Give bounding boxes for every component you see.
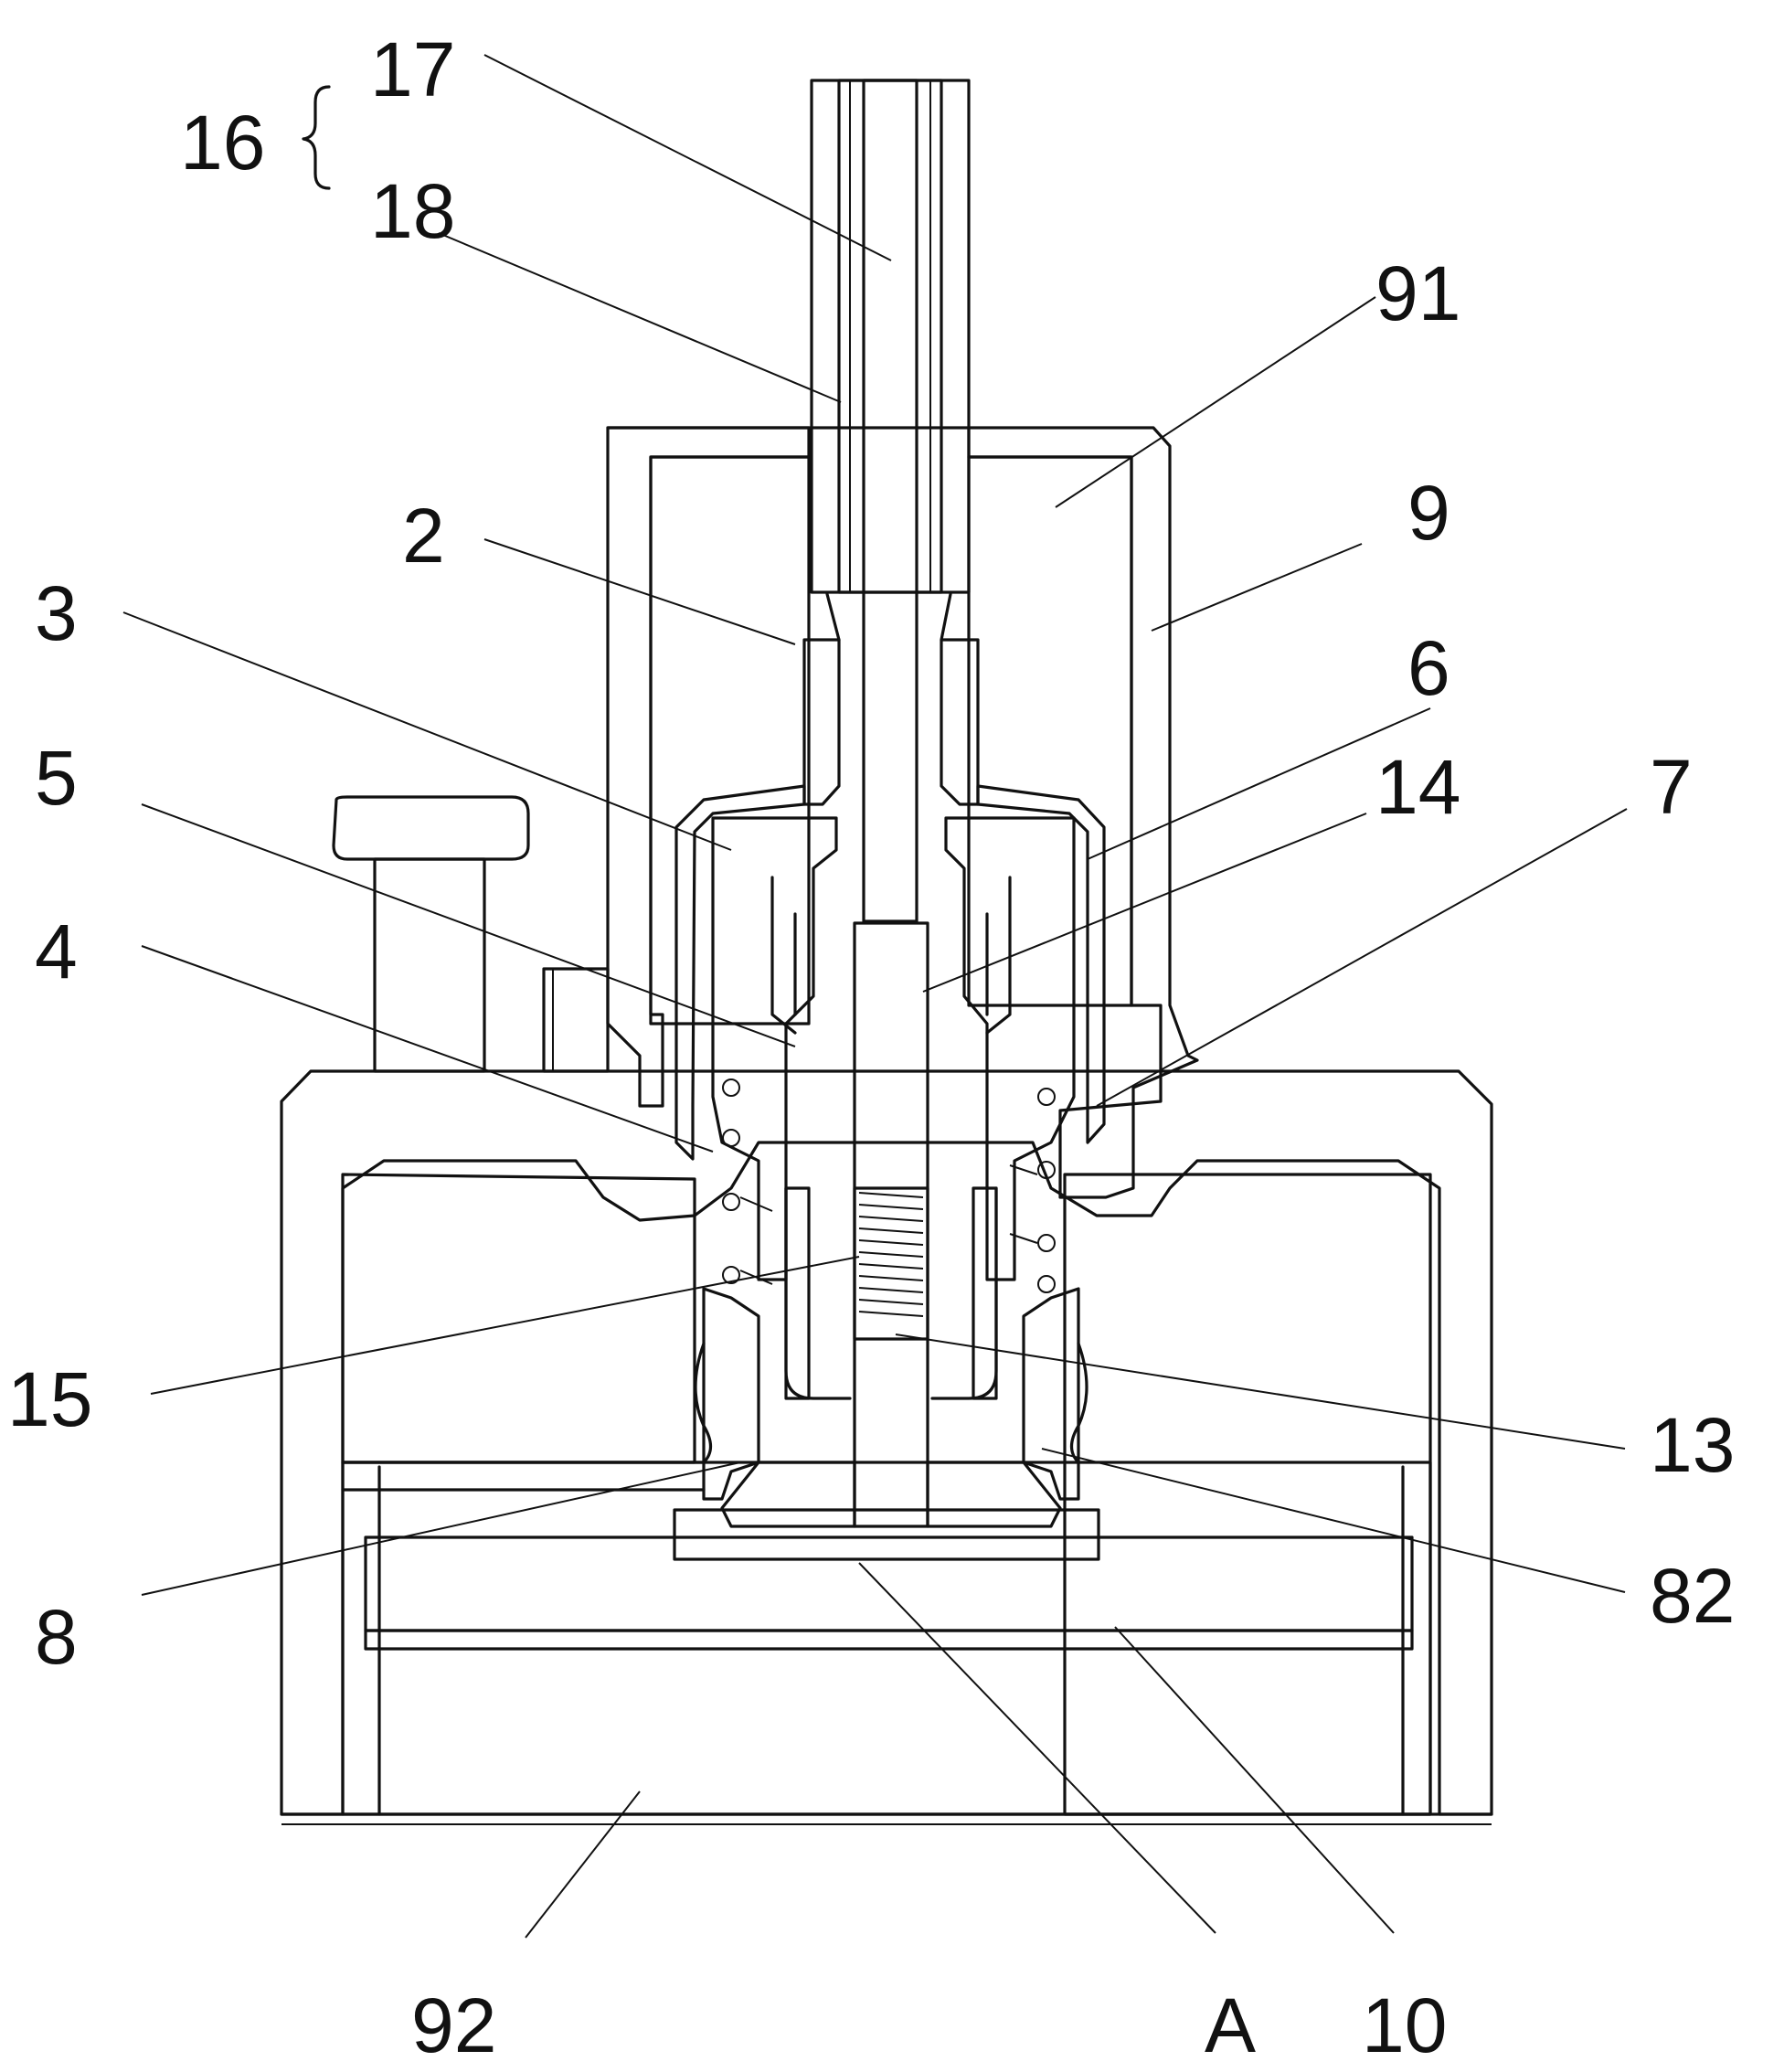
leader-lines xyxy=(122,54,1628,1939)
label-5: 5 xyxy=(35,735,78,821)
label-2: 2 xyxy=(402,493,445,579)
base-housing xyxy=(280,1069,1493,1825)
spring-15 xyxy=(858,1192,924,1317)
outer-shell-6 xyxy=(674,784,1106,1161)
label-3: 3 xyxy=(35,570,78,656)
label-17: 17 xyxy=(370,27,455,112)
label-91: 91 xyxy=(1375,250,1460,336)
label-15: 15 xyxy=(7,1356,92,1442)
label-8: 8 xyxy=(35,1594,78,1680)
reference-labels: 16 17 18 91 2 9 3 6 14 5 7 4 15 13 8 82 … xyxy=(7,27,1735,2068)
lower-sleeve-8 xyxy=(694,1287,1088,1528)
label-6: 6 xyxy=(1407,625,1450,711)
label-14: 14 xyxy=(1375,744,1460,830)
label-9: 9 xyxy=(1407,470,1450,556)
label-10: 10 xyxy=(1362,1982,1447,2068)
label-18: 18 xyxy=(370,168,455,254)
label-A: A xyxy=(1205,1982,1256,2068)
label-92: 92 xyxy=(411,1982,496,2068)
label-82: 82 xyxy=(1650,1553,1735,1639)
label-16: 16 xyxy=(180,100,265,186)
upper-housing-9 xyxy=(606,426,1199,1199)
insulator-3 xyxy=(711,816,1076,1281)
label-13: 13 xyxy=(1650,1402,1735,1488)
label-brace xyxy=(302,85,331,190)
plate-10 xyxy=(364,1508,1414,1651)
cable-16 xyxy=(810,79,971,923)
contact-fingers xyxy=(770,876,1012,1400)
label-4: 4 xyxy=(35,908,78,994)
side-knob xyxy=(332,795,610,1073)
spring-7-coils xyxy=(722,1079,1056,1293)
center-pin xyxy=(853,921,929,1528)
label-7: 7 xyxy=(1650,744,1693,830)
crimp-sleeve-2 xyxy=(802,592,980,806)
